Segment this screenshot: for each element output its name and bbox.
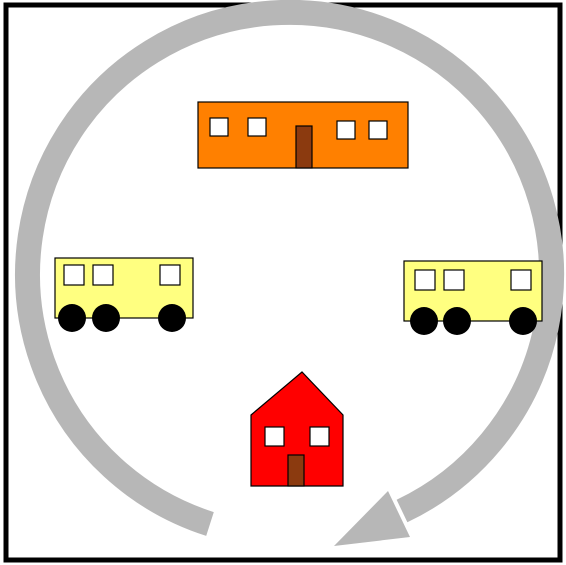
cycle-arrow (15, 0, 565, 546)
school-window (336, 120, 356, 140)
bus-window (443, 269, 465, 291)
school-building (197, 101, 409, 169)
cycle-arrow-ring (15, 0, 565, 536)
bus-wheel (410, 307, 438, 335)
bus-wheel (443, 307, 471, 335)
bus-left (54, 257, 194, 332)
school-window (247, 117, 267, 137)
house-body (250, 371, 344, 487)
bus-wheel (158, 304, 186, 332)
school-door (295, 125, 313, 169)
cycle-arrowhead (334, 491, 410, 546)
bus-wheel (58, 304, 86, 332)
house-door (287, 454, 305, 487)
bus-window (63, 264, 85, 286)
bus-wheel (509, 307, 537, 335)
bus-wheel (92, 304, 120, 332)
school-window (209, 117, 229, 137)
bus-window (159, 264, 181, 286)
bus-window (510, 269, 532, 291)
bus-right (403, 260, 543, 335)
school-window (368, 120, 388, 140)
house-window (264, 426, 285, 447)
home-house (250, 371, 344, 487)
bus-window (92, 264, 114, 286)
house-window (309, 426, 330, 447)
bus-window (414, 269, 436, 291)
